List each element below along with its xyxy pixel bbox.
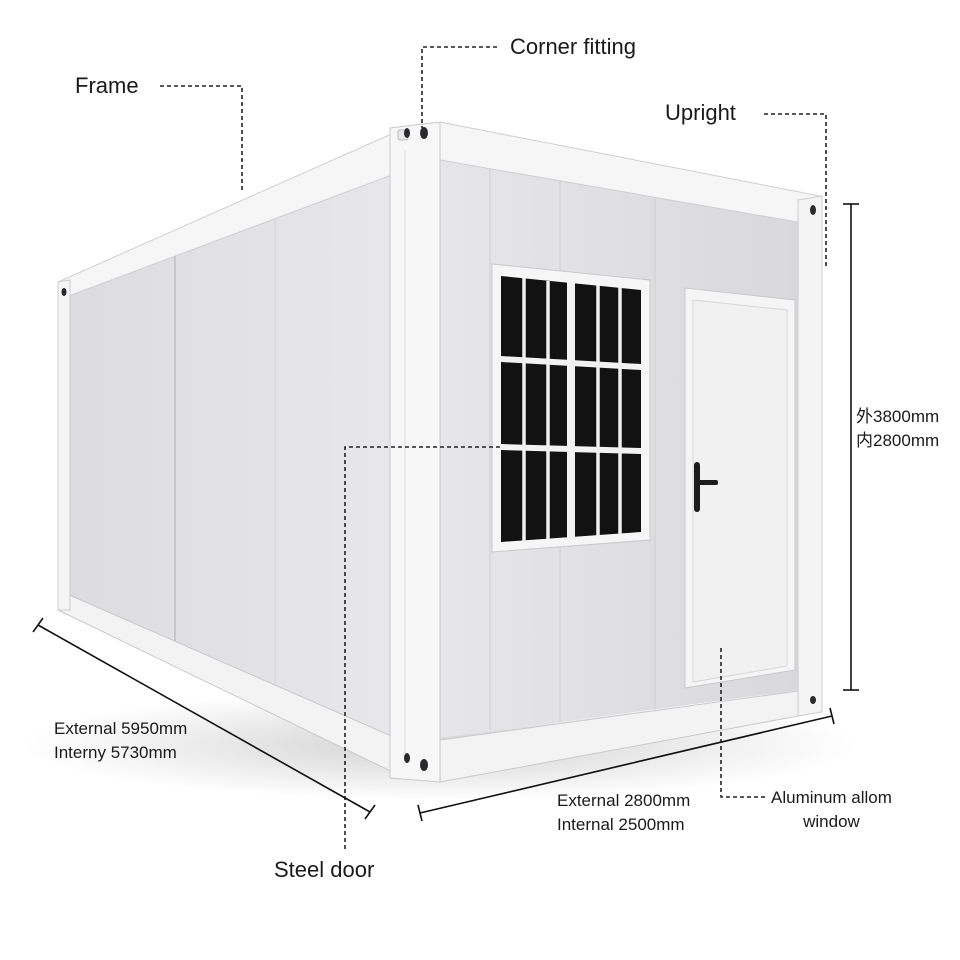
height-outer-text: 外3800mm [856, 407, 940, 426]
side-wall [57, 127, 406, 779]
width-external-text: External 2800mm [557, 791, 691, 810]
upright-leader [764, 113, 827, 268]
aluminum-window-label: Aluminum allom window [771, 789, 892, 830]
steel-door-label: Steel door [274, 857, 375, 882]
aluminum-window [491, 263, 651, 553]
width-dimension-label: External 2800mm Internal 2500mm [557, 792, 690, 833]
upright-label: Upright [665, 100, 736, 125]
corner-fitting-leader [421, 46, 497, 128]
width-dimension-line [419, 715, 833, 814]
length-dimension-line [37, 624, 371, 813]
frame-leader [160, 85, 243, 192]
corner-fitting-label: Corner fitting [510, 34, 636, 59]
width-internal-text: Internal 2500mm [557, 815, 685, 834]
leader-lines [160, 46, 827, 852]
window-leader [720, 648, 767, 798]
window-label-line2: window [803, 812, 860, 831]
height-dimension-label: 外3800mm 内2800mm [856, 408, 939, 449]
length-dimension-label: External 5950mm Interny 5730mm [54, 720, 187, 761]
corner-post [389, 121, 441, 783]
steel-door [684, 287, 796, 689]
length-external-text: External 5950mm [54, 719, 188, 738]
steel-door-leader [344, 446, 500, 852]
window-label-line1: Aluminum allom [771, 788, 892, 807]
dimension-lines [32, 203, 859, 822]
length-internal-text: Interny 5730mm [54, 743, 177, 762]
height-inner-text: 内2800mm [856, 431, 940, 450]
corner-fittings [61, 127, 816, 771]
frame-label: Frame [75, 73, 139, 98]
